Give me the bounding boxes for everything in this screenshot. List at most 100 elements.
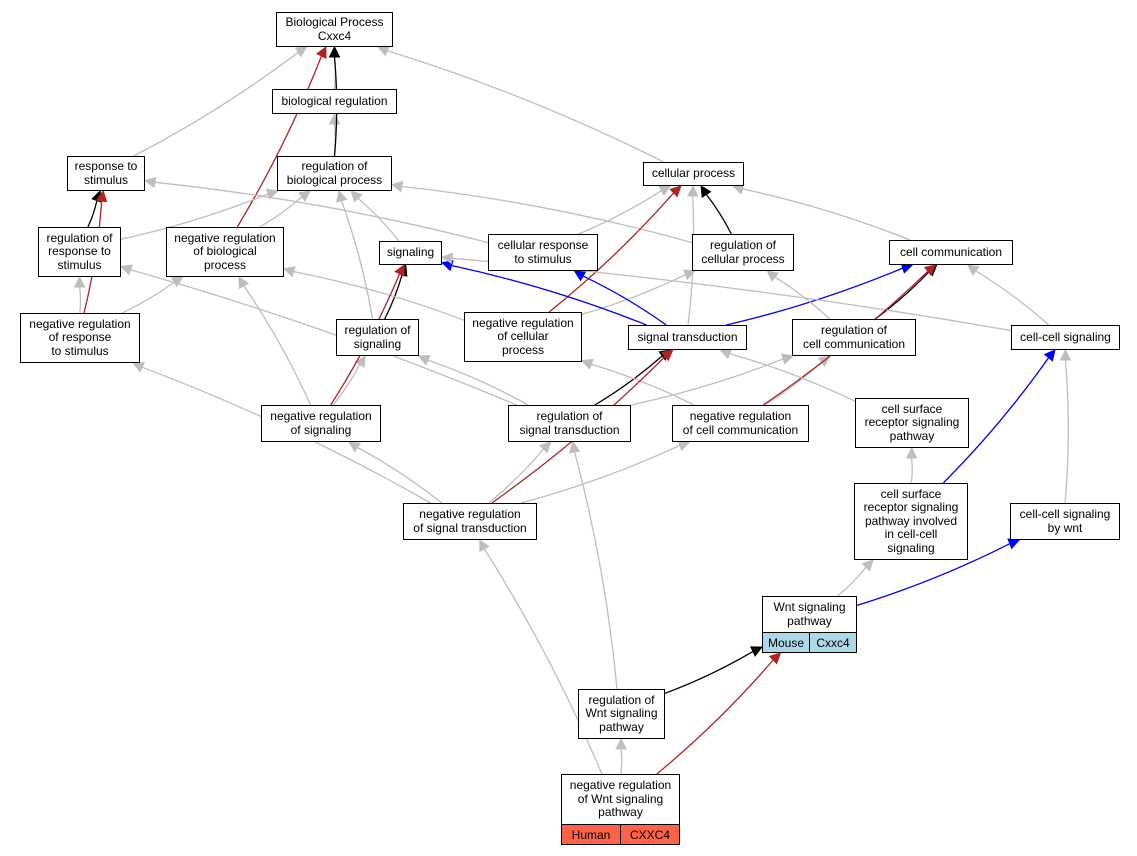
arrowhead-regwnt-to-wnt xyxy=(750,646,764,657)
arrowhead-wnt-to-ccswnt xyxy=(1007,538,1021,550)
edge-negwnt-to-wnt xyxy=(656,659,774,775)
edge-negregresp-to-negregbp xyxy=(121,281,175,314)
arrowhead-negwnt-to-wnt xyxy=(768,652,782,665)
arrowhead-regsigtrans-to-regresp xyxy=(119,264,133,276)
node-cell-cell-signaling-by-wnt[interactable]: cell-cell signaling by wnt xyxy=(1010,503,1120,540)
node-negative-regulation-of-signal-transduction[interactable]: negative regulation of signal transducti… xyxy=(403,503,537,540)
arrowhead-csrsp-to-sigtrans xyxy=(719,348,733,360)
edge-negwnt-to-negregsigtrans xyxy=(483,548,603,775)
node-biological-process-root[interactable]: Biological Process Cxxc4 xyxy=(276,12,393,47)
arrowhead-negregsigtrans-to-sigtrans xyxy=(661,349,674,362)
gene-cell: CXXC4 xyxy=(620,825,679,844)
arrowhead-negregresp-to-regresp xyxy=(73,275,86,288)
edge-negregbp-to-bp xyxy=(236,55,323,228)
edge-cellresp-to-resp xyxy=(154,181,489,244)
arrowhead-negregsignaling-to-negregbp xyxy=(238,276,250,290)
node-cell-cell-signaling[interactable]: cell-cell signaling xyxy=(1011,325,1120,350)
node-regulation-of-response-to-stimulus[interactable]: regulation of response to stimulus xyxy=(38,227,121,277)
node-regulation-of-cell-communication[interactable]: regulation of cell communication xyxy=(792,319,916,356)
arrowhead-signaling-to-regbp xyxy=(350,190,363,203)
node-negative-regulation-of-wnt-signaling-pathway[interactable]: negative regulation of Wnt signaling pat… xyxy=(561,774,680,845)
arrowhead-negregsigtrans-to-regsigtrans xyxy=(539,441,552,454)
edge-resp-to-bp xyxy=(133,51,299,157)
node-regulation-of-wnt-signaling-pathway[interactable]: regulation of Wnt signaling pathway xyxy=(578,689,665,739)
arrowhead-negregsignaling-to-regsignaling xyxy=(354,355,366,368)
arrowhead-cellcellsig-to-signaling xyxy=(440,252,454,265)
node-cellular-response-to-stimulus[interactable]: cellular response to stimulus xyxy=(488,234,598,271)
node-negative-regulation-of-signaling[interactable]: negative regulation of signaling xyxy=(261,405,381,442)
arrowhead-regbp-to-bp xyxy=(328,45,341,58)
edge-regsigtrans-to-sigtrans xyxy=(594,355,663,406)
arrowhead-sigtrans-to-cellproc xyxy=(686,184,699,197)
node-negative-regulation-of-response-to-stimulus[interactable]: negative regulation of response to stimu… xyxy=(20,313,140,363)
arrowhead-sigtrans-to-cellresp xyxy=(573,270,587,282)
edge-sigtrans-to-cellcomm xyxy=(726,267,903,326)
node-signaling[interactable]: signaling xyxy=(379,241,442,265)
edge-csrspcc-to-csrsp xyxy=(910,457,913,484)
edge-negregsigtrans-to-negregsignaling xyxy=(357,446,443,504)
arrowhead-cellproc-to-bp xyxy=(376,45,390,57)
edge-negregcellproc-to-negregbp xyxy=(293,270,465,321)
edge-negregsignaling-to-negregbp xyxy=(243,285,312,406)
edge-negregbp-to-regbp xyxy=(259,196,303,228)
edge-regcellcomm-to-regcellproc xyxy=(774,276,831,320)
edge-negregresp-to-regresp xyxy=(79,286,82,314)
arrowhead-ccswnt-to-cellcellsig xyxy=(1059,348,1072,361)
edge-regsigtrans-to-regresp xyxy=(130,269,517,406)
node-cellular-process[interactable]: cellular process xyxy=(643,162,744,186)
edge-wnt-to-csrspcc xyxy=(837,566,867,597)
edge-csrsp-to-sigtrans xyxy=(729,352,856,402)
arrowhead-negregsignaling-to-signaling xyxy=(394,264,405,278)
edge-sigtrans-to-signaling xyxy=(451,264,647,326)
node-regulation-of-signal-transduction[interactable]: regulation of signal transduction xyxy=(508,405,631,442)
edge-ccswnt-to-cellcellsig xyxy=(1064,359,1069,504)
arrowhead-csrspcc-to-cellcellsig xyxy=(1043,349,1056,362)
arrowhead-negregcellcomm-to-negregcellproc xyxy=(580,358,594,370)
node-signal-transduction[interactable]: signal transduction xyxy=(628,325,747,350)
edge-negregcellcomm-to-negregcellproc xyxy=(591,363,695,406)
edge-regsigtrans-to-regcellcomm xyxy=(630,358,784,406)
node-biological-regulation[interactable]: biological regulation xyxy=(272,89,397,114)
edge-negregcellproc-to-regcellproc xyxy=(581,274,686,315)
edge-negregcellproc-to-cellproc xyxy=(548,192,675,313)
edge-cellproc-to-bp xyxy=(387,50,664,163)
node-regulation-of-cellular-process[interactable]: regulation of cellular process xyxy=(692,234,794,271)
arrowhead-regresp-to-regbp xyxy=(265,188,279,200)
node-negative-regulation-of-biological-process[interactable]: negative regulation of biological proces… xyxy=(166,227,284,277)
arrowhead-cellcellsig-to-cellcomm xyxy=(966,264,980,276)
arrowhead-negregcellproc-to-cellproc xyxy=(669,185,682,198)
arrowhead-regwnt-to-regsigtrans xyxy=(568,440,581,454)
node-regulation-of-biological-process[interactable]: regulation of biological process xyxy=(277,156,392,191)
edge-regsigtrans-to-regsignaling xyxy=(427,359,529,406)
edge-cellresp-to-cellproc xyxy=(578,190,662,235)
edge-negwnt-to-regwnt xyxy=(620,748,623,775)
arrowhead-negregbp-to-regbp xyxy=(298,190,312,202)
arrowhead-regcellcomm-to-regcellproc xyxy=(766,270,779,282)
edge-negregsigtrans-to-regsigtrans xyxy=(488,448,545,504)
node-cell-communication[interactable]: cell communication xyxy=(889,240,1013,265)
edge-regcellproc-to-cellproc xyxy=(705,194,732,235)
arrowhead-regcellproc-to-regbp xyxy=(390,180,404,193)
node-regulation-of-signaling[interactable]: regulation of signaling xyxy=(336,319,419,356)
arrowhead-negregcellproc-to-negregbp xyxy=(282,266,296,278)
arrowhead-csrspcc-to-csrsp xyxy=(905,446,918,459)
edge-cellcellsig-to-cellcomm xyxy=(975,270,1050,326)
node-cell-surface-receptor-signaling-pathway-involved-in-cell-cell-signaling[interactable]: cell surface receptor signaling pathway … xyxy=(854,483,968,560)
arrowhead-regsigtrans-to-regsignaling xyxy=(417,354,431,366)
arrowhead-regcellproc-to-cellproc xyxy=(700,185,712,198)
edge-regwnt-to-regsigtrans xyxy=(573,451,618,690)
node-cell-surface-receptor-signaling-pathway[interactable]: cell surface receptor signaling pathway xyxy=(855,398,969,448)
edge-wnt-to-ccswnt xyxy=(856,543,1011,607)
edge-negregsigtrans-to-negregcellcomm xyxy=(520,444,681,504)
node-negative-regulation-of-cellular-process[interactable]: negative regulation of cellular process xyxy=(464,312,582,362)
node-label: negative regulation of Wnt signaling pat… xyxy=(569,778,672,820)
edge-signaling-to-regbp xyxy=(357,197,400,242)
node-negative-regulation-of-cell-communication[interactable]: negative regulation of cell communicatio… xyxy=(672,405,809,442)
node-response-to-stimulus[interactable]: response to stimulus xyxy=(67,156,145,191)
arrowhead-regsignaling-to-regbp xyxy=(336,189,348,203)
node-wnt-signaling-pathway[interactable]: Wnt signaling pathway Mouse Cxxc4 xyxy=(762,596,857,653)
arrowhead-negregsigtrans-to-negregsignaling xyxy=(348,441,362,453)
node-label: Wnt signaling pathway xyxy=(773,600,846,628)
edge-regresp-to-resp xyxy=(87,200,98,228)
arrowhead-cellresp-to-resp xyxy=(143,176,157,189)
